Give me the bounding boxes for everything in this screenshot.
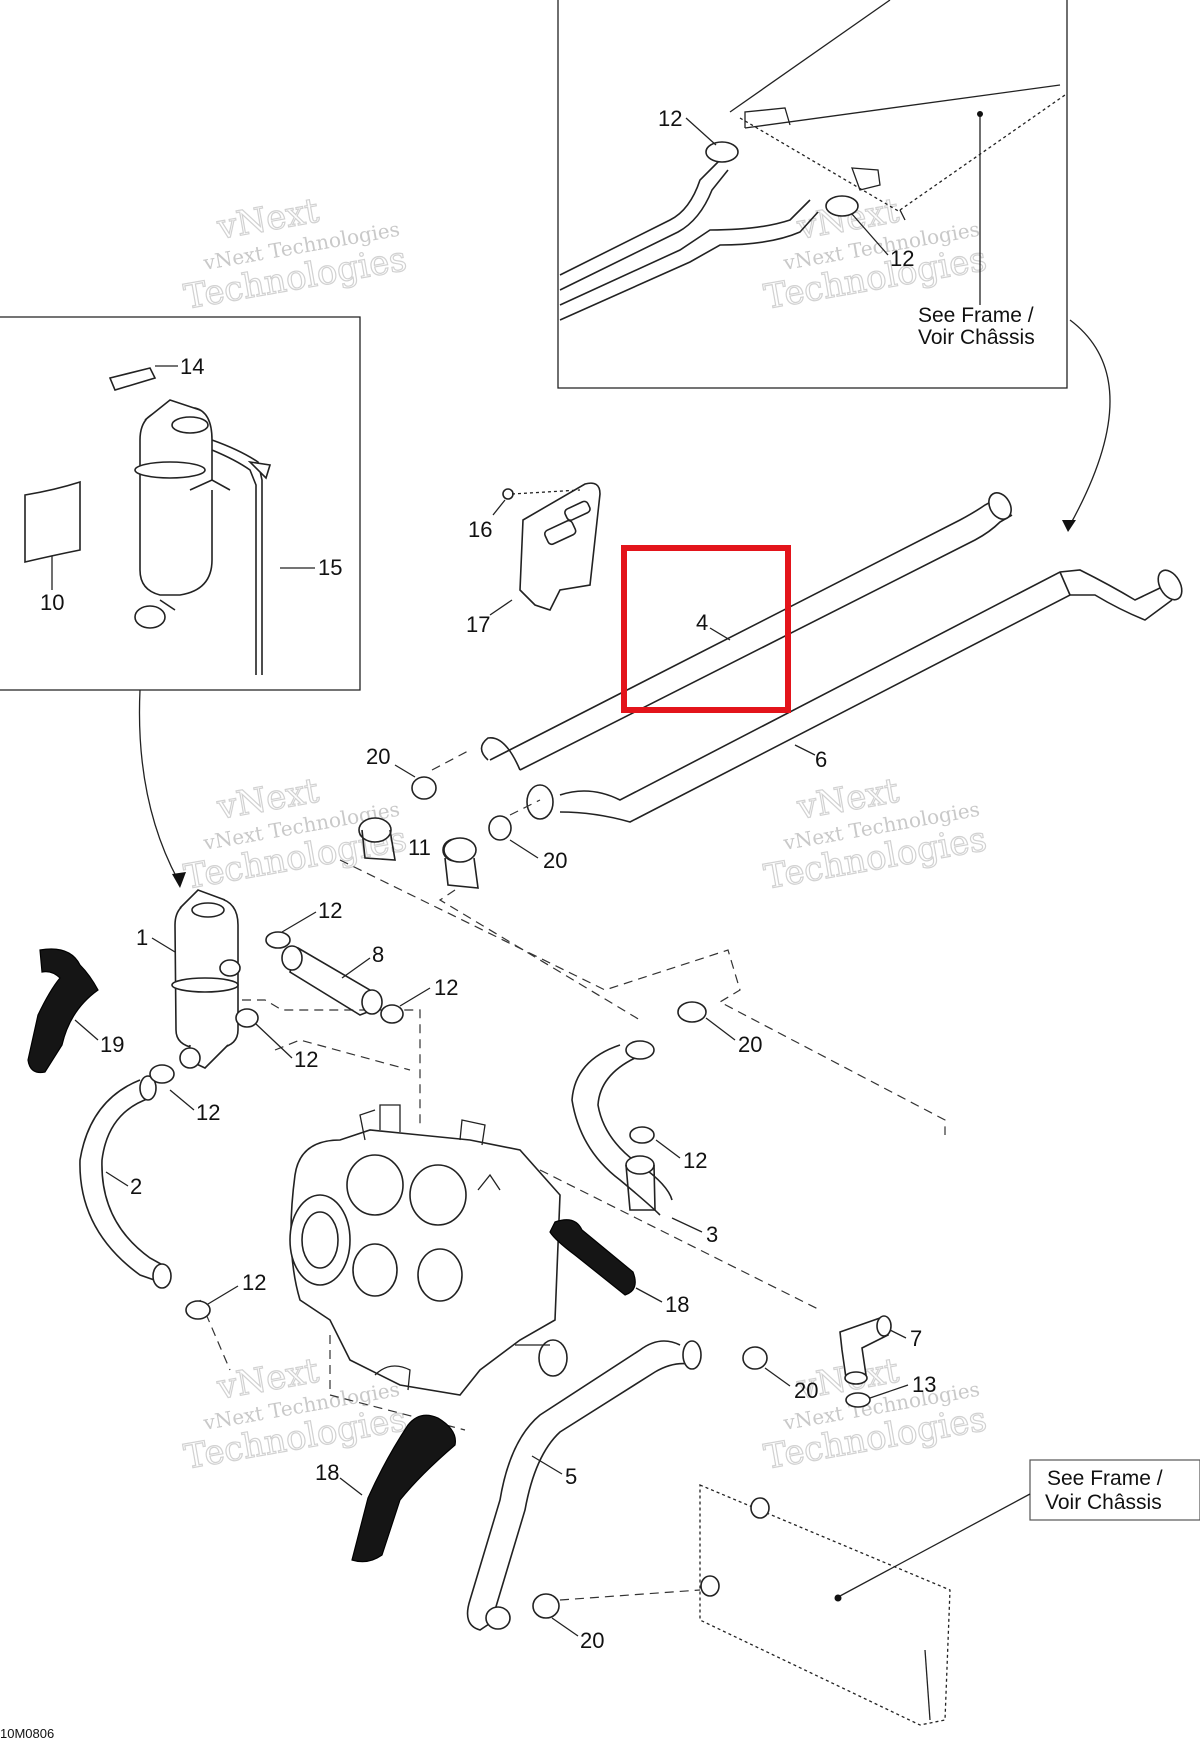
callout-11: 11 (408, 835, 431, 860)
hose-19 (27, 948, 99, 1074)
callout-12: 12 (196, 1100, 220, 1125)
hose-18 (351, 1414, 456, 1563)
watermark-group: vNext vNext Technologies Technologies vN… (180, 190, 990, 1478)
callout-16: 16 (468, 517, 492, 542)
callout-17: 17 (466, 612, 490, 637)
note-see-frame-bottom-line1: See Frame / (1047, 1467, 1163, 1490)
callout-12: 12 (318, 898, 342, 923)
callout-4: 4 (696, 610, 708, 635)
hose-8 (235, 931, 404, 1028)
callout-5: 5 (565, 1464, 577, 1489)
callout-18: 18 (665, 1292, 689, 1317)
arrowhead-icon (1062, 520, 1076, 532)
callout-6: 6 (815, 747, 827, 772)
callout-3: 3 (706, 1222, 718, 1247)
callout-1: 1 (136, 925, 148, 950)
bracket-part-17 (502, 482, 601, 611)
callout-20: 20 (794, 1378, 818, 1403)
callout-13: 13 (912, 1372, 936, 1397)
frame-detail-inset (557, 0, 1068, 389)
coolant-reservoir-1 (171, 889, 241, 1069)
coupler-11 (358, 776, 512, 889)
leader-line (839, 1493, 1031, 1597)
hose-3 (571, 1001, 707, 1216)
callout-12: 12 (683, 1148, 707, 1173)
callout-20: 20 (543, 848, 567, 873)
reservoir-detail-inset (0, 316, 361, 691)
callout-2: 2 (130, 1174, 142, 1199)
callout-12: 12 (658, 106, 682, 131)
note-see-frame-top-line1: See Frame / (918, 304, 1034, 327)
callout-10: 10 (40, 590, 64, 615)
highlight-box (621, 545, 791, 713)
fitting-7 (839, 1315, 892, 1408)
callout-18: 18 (315, 1460, 339, 1485)
coolant-tube-4 (480, 492, 1013, 771)
hose-2 (79, 1064, 211, 1320)
callout-7: 7 (910, 1326, 922, 1351)
engine-block (289, 1104, 568, 1396)
callout-8: 8 (372, 942, 384, 967)
figure-code: 10M0806 (0, 1726, 54, 1741)
callout-14: 14 (180, 354, 204, 379)
arrowhead-icon (172, 872, 186, 888)
coolant-tube-6 (526, 569, 1183, 823)
hose-18 (549, 1219, 636, 1296)
callout-20: 20 (580, 1628, 604, 1653)
callout-20: 20 (366, 744, 390, 769)
flow-arrow (1069, 319, 1111, 526)
callout-15: 15 (318, 555, 342, 580)
hose-5 (466, 1340, 768, 1631)
note-box (1029, 1459, 1200, 1521)
callout-20: 20 (738, 1032, 762, 1057)
callout-12: 12 (890, 246, 914, 271)
frame-panel-bottom (699, 1484, 951, 1726)
callout-12: 12 (242, 1270, 266, 1295)
leader-dot (977, 111, 983, 117)
callout-12: 12 (434, 975, 458, 1000)
callout-12: 12 (294, 1047, 318, 1072)
note-see-frame-top-line2: Voir Châssis (918, 326, 1035, 349)
callout-19: 19 (100, 1032, 124, 1057)
note-see-frame-bottom-line2: Voir Châssis (1045, 1491, 1162, 1514)
